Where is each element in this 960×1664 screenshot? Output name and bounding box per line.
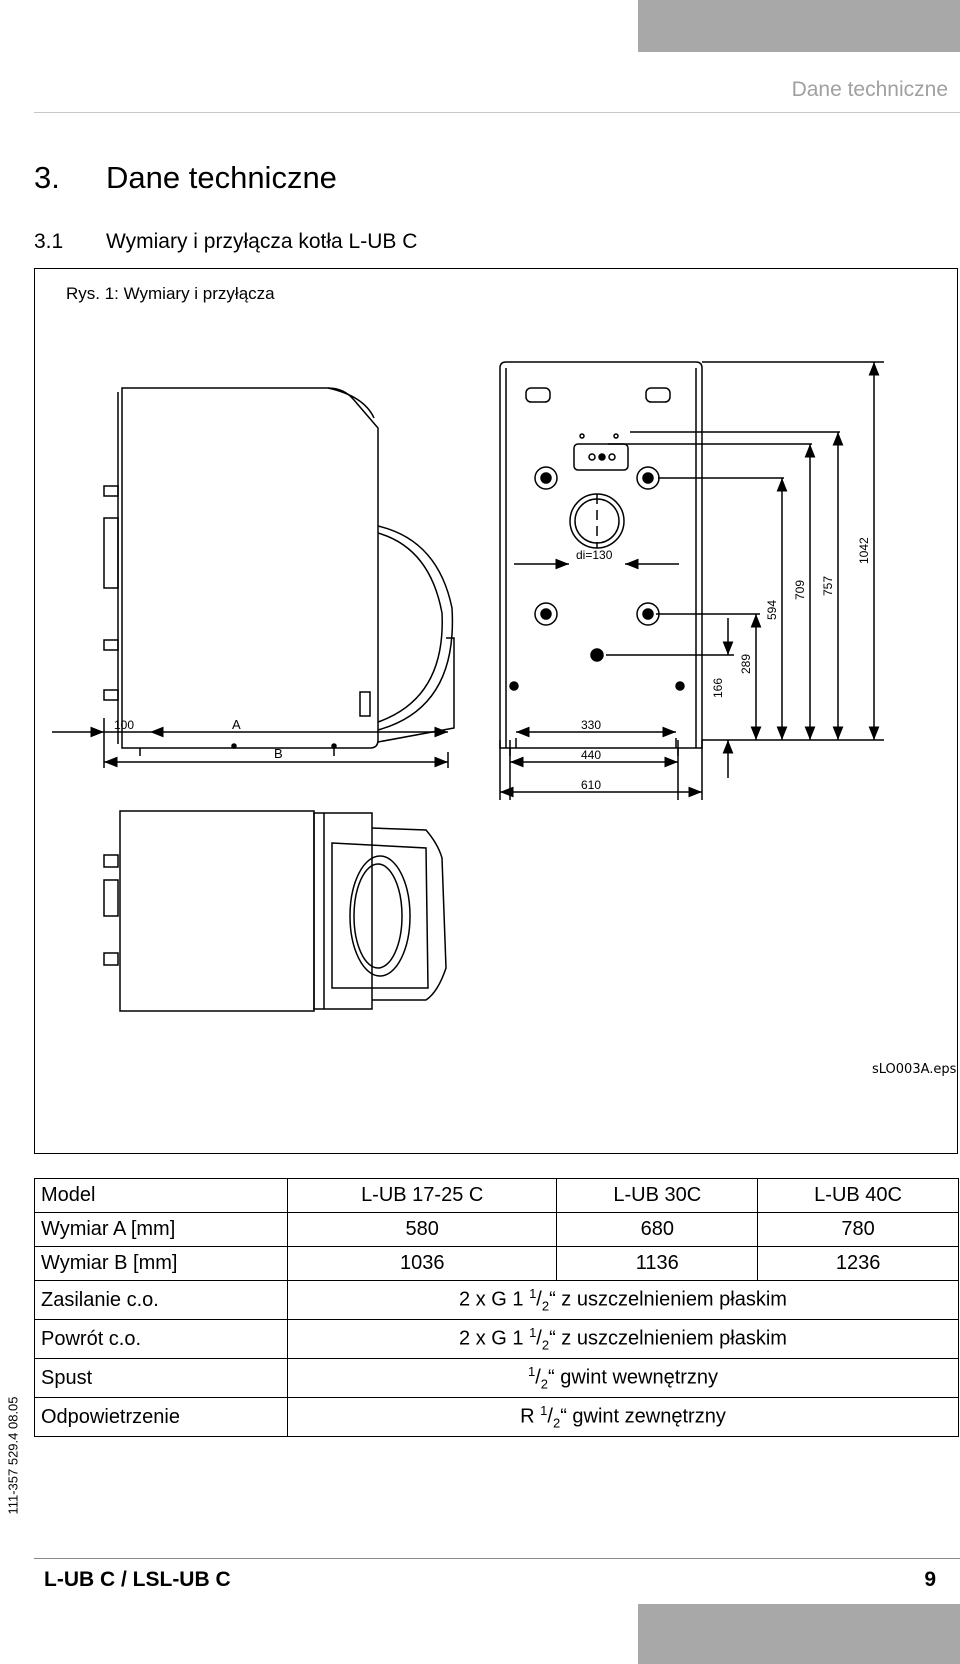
dim-label: 166 xyxy=(711,678,725,698)
fraction-den: 2 xyxy=(541,1298,550,1314)
top-view xyxy=(103,810,447,1012)
dim-label: 594 xyxy=(765,600,779,620)
table-cell: 1236 xyxy=(757,1246,959,1281)
table-row: Wymiar B [mm] 1036 1136 1236 xyxy=(34,1246,959,1281)
spec-text: R xyxy=(520,1405,541,1428)
spec-text: “ gwint zewnętrzny xyxy=(560,1405,726,1428)
table-cell: Spust xyxy=(34,1358,288,1398)
fraction-num: 1 xyxy=(529,1325,537,1341)
table-cell: Powrót c.o. xyxy=(34,1319,288,1359)
top-grey-tab xyxy=(638,0,960,52)
table-cell: 1/2“ gwint wewnętrzny xyxy=(287,1358,959,1398)
vertical-dimensions xyxy=(606,361,884,778)
table-cell: Wymiar B [mm] xyxy=(34,1246,288,1281)
front-dimensions xyxy=(499,558,703,800)
spec-text: 2 x G 1 xyxy=(459,1327,530,1350)
spec-text: 2 x G 1 xyxy=(459,1288,530,1311)
table-cell: Wymiar A [mm] xyxy=(34,1212,288,1247)
subsection-heading: 3.1 Wymiary i przyłącza kotła L-UB C xyxy=(34,230,417,254)
table-cell: Model xyxy=(34,1178,288,1213)
figure-frame xyxy=(34,268,958,1154)
table-cell: L-UB 40C xyxy=(757,1178,959,1213)
side-dimensions xyxy=(52,718,449,768)
spec-text: “ z uszczelnieniem płaskim xyxy=(549,1327,787,1350)
table-cell: 680 xyxy=(556,1212,759,1247)
fraction-den: 2 xyxy=(541,1337,550,1353)
table-header-row: Model L-UB 17-25 C L-UB 30C L-UB 40C xyxy=(34,1178,959,1213)
technical-drawing: 100 A B 330 440 610 di=130 166 289 594 7… xyxy=(52,361,884,1012)
dim-label: 440 xyxy=(581,748,601,762)
running-head: Dane techniczne xyxy=(791,78,948,101)
table-cell: L-UB 17-25 C xyxy=(286,1178,558,1213)
table-cell: Zasilanie c.o. xyxy=(34,1280,288,1320)
table-row: Wymiar A [mm] 580 680 780 xyxy=(34,1212,959,1247)
subsection-title: Wymiary i przyłącza kotła L-UB C xyxy=(106,230,418,253)
spec-text: “ gwint wewnętrzny xyxy=(547,1366,719,1389)
dim-label: 1042 xyxy=(857,537,871,564)
dim-label: 757 xyxy=(821,576,835,596)
table-cell: 1136 xyxy=(556,1246,759,1281)
table-cell: 2 x G 1 1/2“ z uszczelnieniem płaskim xyxy=(287,1280,959,1320)
spec-text: “ z uszczelnieniem płaskim xyxy=(549,1288,787,1311)
dim-label: 100 xyxy=(114,718,134,732)
dim-label: 289 xyxy=(739,654,753,674)
table-row: Powrót c.o. 2 x G 1 1/2“ z uszczelnienie… xyxy=(34,1319,959,1359)
table-cell: 2 x G 1 1/2“ z uszczelnieniem płaskim xyxy=(287,1319,959,1359)
section-title: Dane techniczne xyxy=(106,160,337,195)
section-number: 3. xyxy=(34,160,60,195)
table-row: Zasilanie c.o. 2 x G 1 1/2“ z uszczelnie… xyxy=(34,1280,959,1320)
dim-label: 709 xyxy=(793,580,807,600)
table-row: Odpowietrzenie R 1/2“ gwint zewnętrzny xyxy=(34,1397,959,1437)
table-row: Spust 1/2“ gwint wewnętrzny xyxy=(34,1358,959,1398)
dim-label: 610 xyxy=(581,778,601,792)
dim-label: B xyxy=(274,746,283,761)
spec-table: Model L-UB 17-25 C L-UB 30C L-UB 40C Wym… xyxy=(34,1178,959,1437)
table-cell: L-UB 30C xyxy=(556,1178,759,1213)
section-heading: 3. Dane techniczne xyxy=(34,160,337,196)
fraction-num: 1 xyxy=(529,1286,537,1302)
fraction-num: 1 xyxy=(540,1403,548,1419)
dim-label: A xyxy=(232,717,241,732)
footer-rule xyxy=(34,1558,960,1559)
footer-title: L-UB C / LSL-UB C xyxy=(44,1568,231,1591)
header-rule xyxy=(34,112,960,113)
bottom-grey-tab xyxy=(638,1604,960,1664)
table-cell: 580 xyxy=(286,1212,558,1247)
table-cell: 780 xyxy=(757,1212,959,1247)
dim-label: di=130 xyxy=(576,548,613,562)
table-cell: R 1/2“ gwint zewnętrzny xyxy=(287,1397,959,1437)
figure-file-label: sLO003A.eps xyxy=(872,1062,957,1077)
figure-caption: Rys. 1: Wymiary i przyłącza xyxy=(66,284,275,303)
fraction-den: 2 xyxy=(540,1376,548,1392)
fraction-den: 2 xyxy=(552,1415,561,1431)
table-cell: 1036 xyxy=(286,1246,558,1281)
subsection-number: 3.1 xyxy=(34,230,64,253)
dim-label: 330 xyxy=(581,718,601,732)
document-code: 111-357 529.4 08.05 xyxy=(5,1396,21,1515)
side-view xyxy=(103,387,455,756)
fraction-num: 1 xyxy=(527,1364,536,1380)
table-cell: Odpowietrzenie xyxy=(34,1397,288,1437)
page-number: 9 xyxy=(924,1568,936,1591)
